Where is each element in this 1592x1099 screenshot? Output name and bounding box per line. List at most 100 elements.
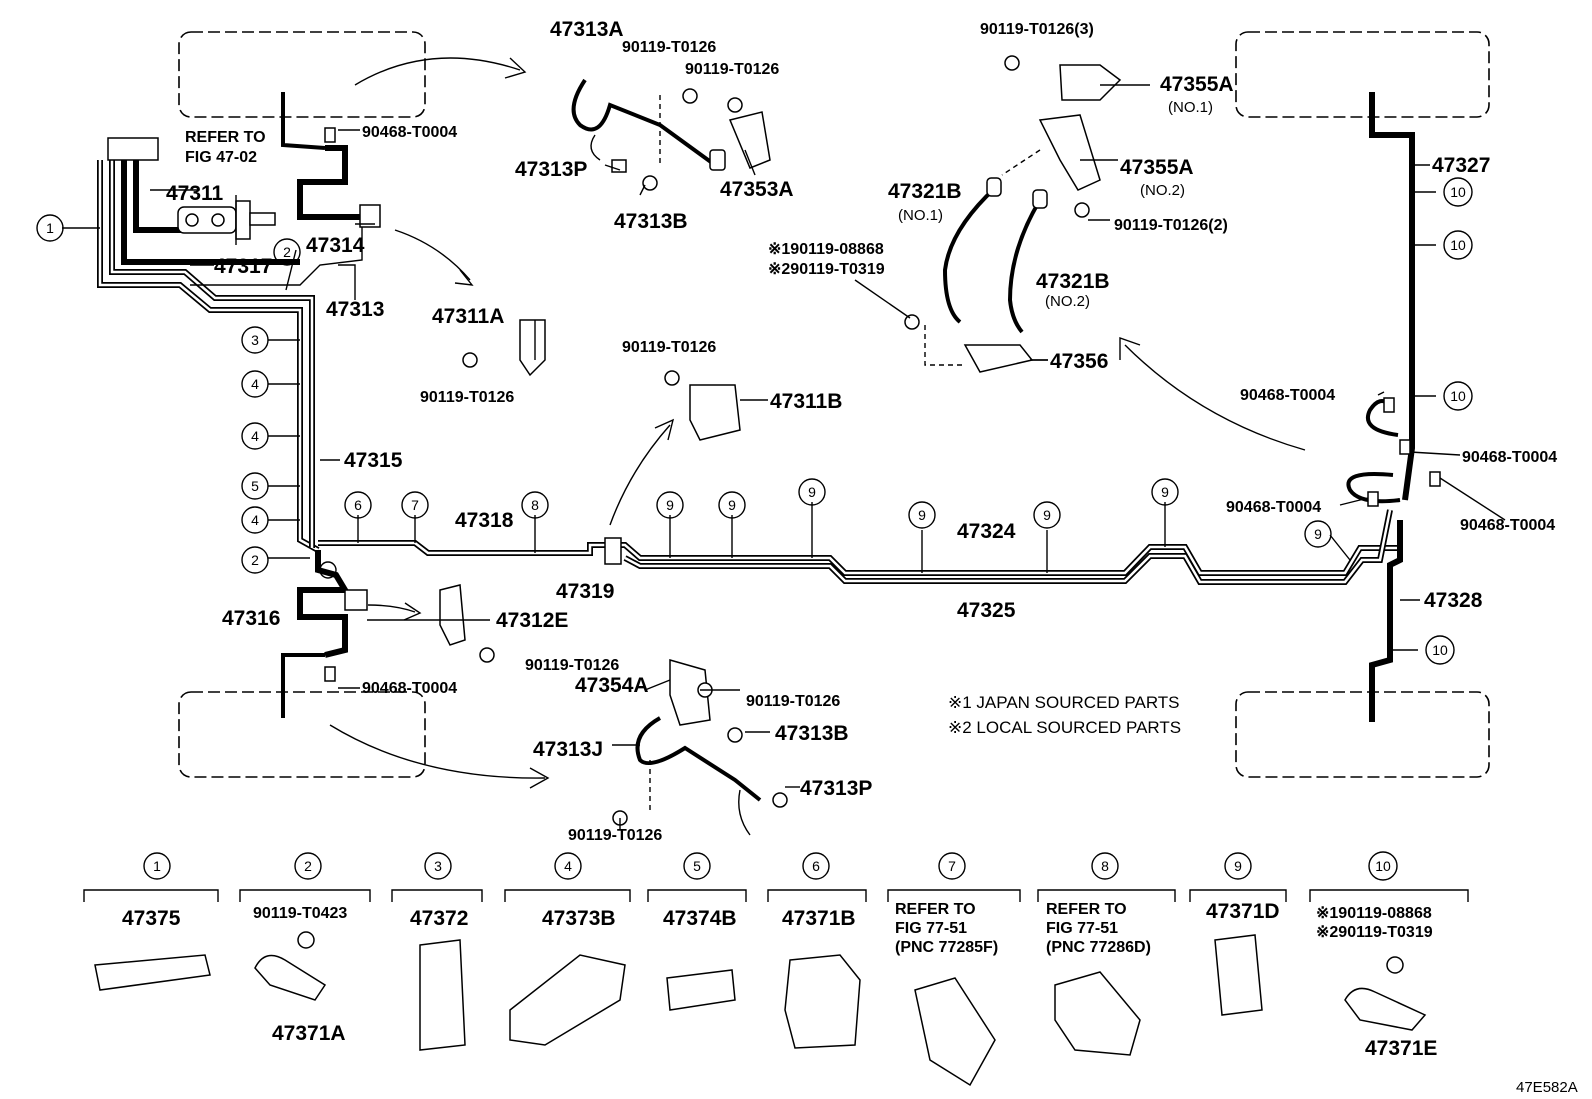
bracket-47311A bbox=[519, 319, 546, 377]
legend-item-2: 2 90119-T0423 47371A bbox=[239, 852, 371, 1045]
refer-fig-line1: REFER TO bbox=[185, 129, 266, 146]
callout-number: 6 bbox=[354, 497, 362, 513]
label-47325: 47325 bbox=[957, 599, 1016, 622]
clip-90468-bottom bbox=[324, 666, 336, 682]
label-47327: 47327 bbox=[1432, 154, 1490, 177]
legend-line: REFER TO bbox=[1046, 901, 1127, 918]
label-90468-T0004: 90468-T0004 bbox=[362, 124, 457, 141]
legend-part: 47372 bbox=[410, 907, 468, 930]
bracket-47355A-no2 bbox=[1038, 114, 1101, 191]
legend-item-3: 3 47372 bbox=[391, 852, 483, 1051]
label-47324: 47324 bbox=[957, 520, 1016, 543]
label-90119-T0126-3: 90119-T0126(3) bbox=[980, 21, 1094, 38]
ref-box-top-left bbox=[178, 31, 426, 118]
label-47316: 47316 bbox=[222, 607, 280, 630]
label-47313: 47313 bbox=[326, 298, 384, 321]
clamp-icon bbox=[914, 977, 996, 1087]
callout-circle bbox=[36, 214, 64, 242]
clamp-icon bbox=[1214, 934, 1263, 1016]
ref-box-top-right bbox=[1235, 31, 1490, 118]
legend-part: 47374B bbox=[663, 907, 737, 930]
legend-number: 1 bbox=[153, 858, 161, 874]
legend-number: 4 bbox=[564, 858, 572, 874]
legend-line: ※190119-08868 bbox=[1316, 905, 1432, 922]
callout-number: 2 bbox=[251, 552, 259, 568]
legend-part: 47371A bbox=[272, 1022, 346, 1045]
legend-line: 90119-T0423 bbox=[253, 905, 347, 922]
callout-number: 10 bbox=[1450, 184, 1466, 200]
front-hose-47313A bbox=[571, 78, 771, 191]
legend-part: 47375 bbox=[122, 907, 181, 930]
label-90468-T0004: 90468-T0004 bbox=[1460, 517, 1555, 534]
label-47317: 47317 bbox=[214, 255, 272, 278]
label-no2: (NO.2) bbox=[1140, 182, 1185, 199]
label-90468-T0004: 90468-T0004 bbox=[1462, 449, 1557, 466]
tube-47316 bbox=[281, 550, 368, 718]
label-47355A-no1: 47355A bbox=[1160, 73, 1234, 96]
callout-number: 10 bbox=[1450, 237, 1466, 253]
legend-item-4: 4 47373B bbox=[504, 852, 631, 1046]
legend-number: 3 bbox=[434, 858, 442, 874]
legend-number: 10 bbox=[1375, 858, 1391, 874]
clamp-47375-top bbox=[107, 137, 159, 161]
callout-number: 9 bbox=[728, 497, 736, 513]
label-90468-T0004: 90468-T0004 bbox=[1226, 499, 1321, 516]
fitting-47314 bbox=[359, 204, 381, 228]
label-90119-T0126: 90119-T0126 bbox=[746, 693, 840, 710]
label-90119-T0126-2: 90119-T0126(2) bbox=[1114, 217, 1228, 234]
legend-item-10: 10 ※190119-08868 ※290119-T0319 47371E bbox=[1309, 851, 1469, 1060]
rear-hoses-47321B bbox=[924, 64, 1122, 373]
junction-47319 bbox=[604, 537, 622, 565]
legend-line: FIG 77-51 bbox=[1046, 920, 1118, 937]
label-47321B-no2: 47321B bbox=[1036, 270, 1110, 293]
callout-number: 9 bbox=[808, 484, 816, 500]
label-90119-T0126: 90119-T0126 bbox=[420, 389, 514, 406]
callout-number: 7 bbox=[411, 497, 419, 513]
callout-number: 10 bbox=[1450, 388, 1466, 404]
legend-item-1: 1 47375 bbox=[83, 852, 219, 991]
clamp-icon bbox=[94, 954, 211, 991]
callout-number: 9 bbox=[1043, 507, 1051, 523]
bracket-47312E bbox=[439, 584, 466, 646]
callout-number: 9 bbox=[1161, 484, 1169, 500]
clamp-icon bbox=[666, 969, 736, 1011]
clamp-icon bbox=[254, 954, 327, 1001]
label-90119-T0126: 90119-T0126 bbox=[685, 61, 779, 78]
legend-number: 7 bbox=[948, 858, 956, 874]
callout-number: 4 bbox=[251, 376, 259, 392]
callout-number: 9 bbox=[666, 497, 674, 513]
callout-number: 5 bbox=[251, 478, 259, 494]
legend-line: (PNC 77285F) bbox=[895, 939, 998, 956]
fitting-47316 bbox=[344, 589, 368, 611]
right-tubes bbox=[1346, 92, 1415, 722]
callout-number: 8 bbox=[531, 497, 539, 513]
label-47313P: 47313P bbox=[515, 158, 587, 181]
legend-item-9: 9 47371D bbox=[1189, 852, 1287, 1016]
legend-item-5: 5 47374B bbox=[647, 852, 747, 1011]
label-90468-T0004: 90468-T0004 bbox=[1240, 387, 1335, 404]
legend-number: 8 bbox=[1101, 858, 1109, 874]
master-cylinder-47311 bbox=[177, 195, 276, 245]
label-47355A-no2: 47355A bbox=[1120, 156, 1194, 179]
label-47311B: 47311B bbox=[770, 390, 842, 413]
callout-number: 10 bbox=[1432, 642, 1448, 658]
legend-item-8: 8 REFER TO FIG 77-51 (PNC 77286D) bbox=[1037, 852, 1176, 1056]
label-47319: 47319 bbox=[556, 580, 614, 603]
label-47353A: 47353A bbox=[720, 178, 794, 201]
label-47314: 47314 bbox=[306, 234, 365, 257]
clamp-icon bbox=[509, 954, 626, 1046]
label-47356: 47356 bbox=[1050, 350, 1108, 373]
label-90119-T0126: 90119-T0126 bbox=[622, 339, 716, 356]
callouts: 1 2 3 4 4 5 4 2 6 7 8 9 9 9 9 9 9 9 10 1… bbox=[36, 177, 1473, 665]
flow-arrows bbox=[329, 57, 1306, 789]
label-47354A: 47354A bbox=[575, 674, 649, 697]
label-47321B-no1: 47321B bbox=[888, 180, 962, 203]
label-90468-T0004: 90468-T0004 bbox=[362, 680, 457, 697]
label-90119-T0126: 90119-T0126 bbox=[568, 827, 662, 844]
brackets-misc bbox=[324, 55, 1441, 682]
legend-line: FIG 77-51 bbox=[895, 920, 967, 937]
bracket-47355A-no1 bbox=[1059, 64, 1122, 101]
legend-line: (PNC 77286D) bbox=[1046, 939, 1151, 956]
bracket-47311B bbox=[689, 384, 741, 441]
